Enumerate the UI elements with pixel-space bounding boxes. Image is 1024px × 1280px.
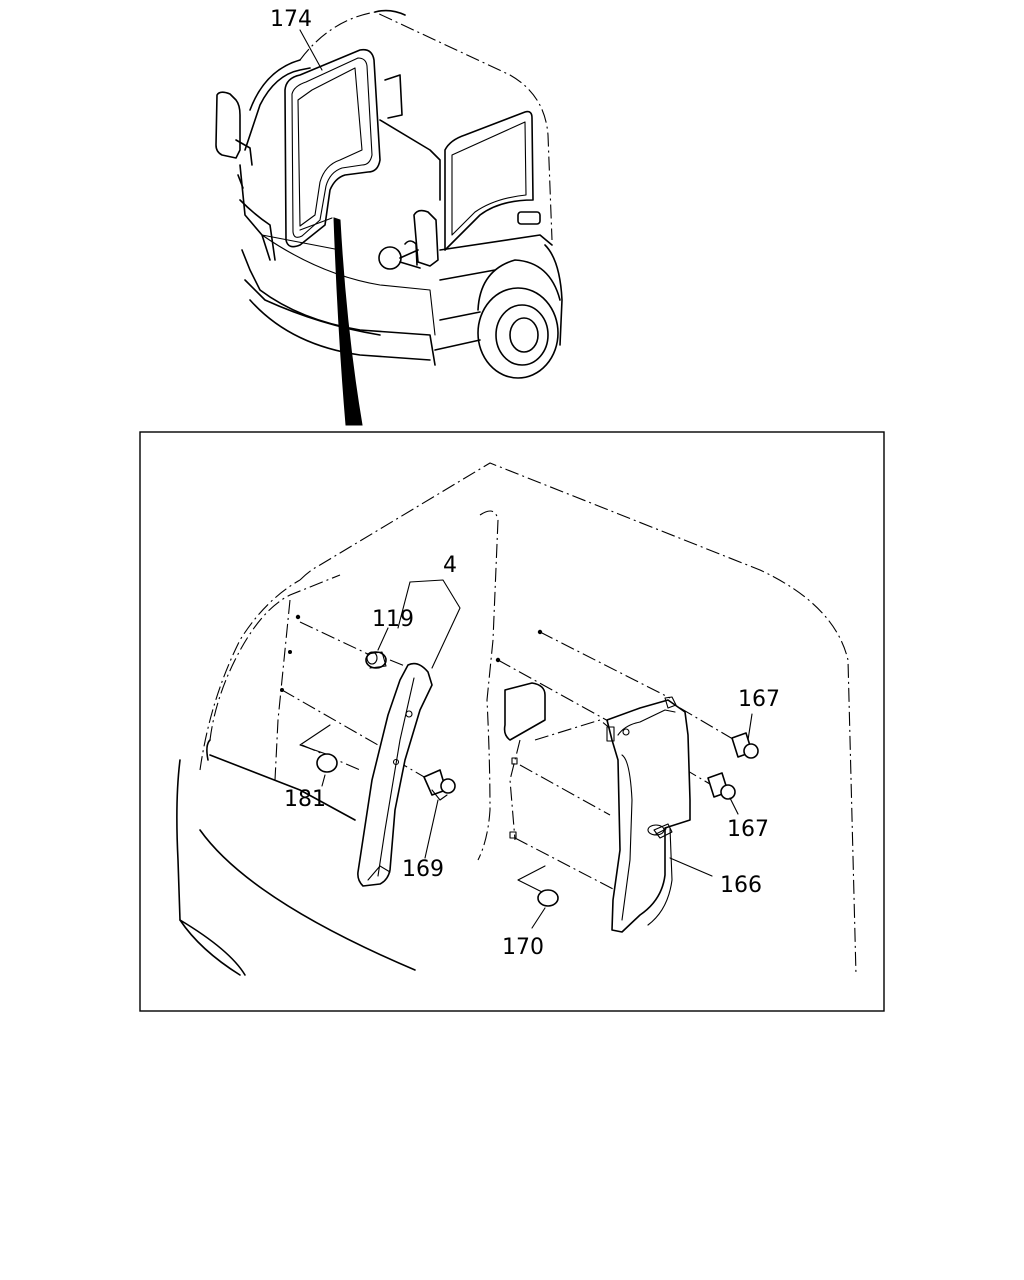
callout-170: 170 bbox=[502, 935, 544, 960]
clip-167-lower bbox=[707, 772, 736, 800]
clip-169 bbox=[423, 769, 456, 801]
detail-frame bbox=[139, 431, 885, 1012]
clip-119 bbox=[365, 651, 387, 669]
callout-119: 119 bbox=[372, 607, 414, 632]
detail-view bbox=[176, 462, 857, 976]
plug-181 bbox=[316, 753, 338, 773]
callout-169: 169 bbox=[402, 857, 444, 882]
callout-167-lower: 167 bbox=[727, 817, 769, 842]
callout-181: 181 bbox=[284, 787, 326, 812]
pillar-trim-part bbox=[357, 662, 433, 887]
plug-170 bbox=[537, 889, 559, 907]
truck-cab-overview bbox=[215, 9, 563, 426]
callout-174: 174 bbox=[270, 7, 312, 32]
callout-167-upper: 167 bbox=[738, 687, 780, 712]
rear-trim-part bbox=[606, 699, 691, 933]
clip-167-upper bbox=[731, 732, 759, 759]
callout-4: 4 bbox=[443, 553, 457, 578]
callout-166: 166 bbox=[720, 873, 762, 898]
